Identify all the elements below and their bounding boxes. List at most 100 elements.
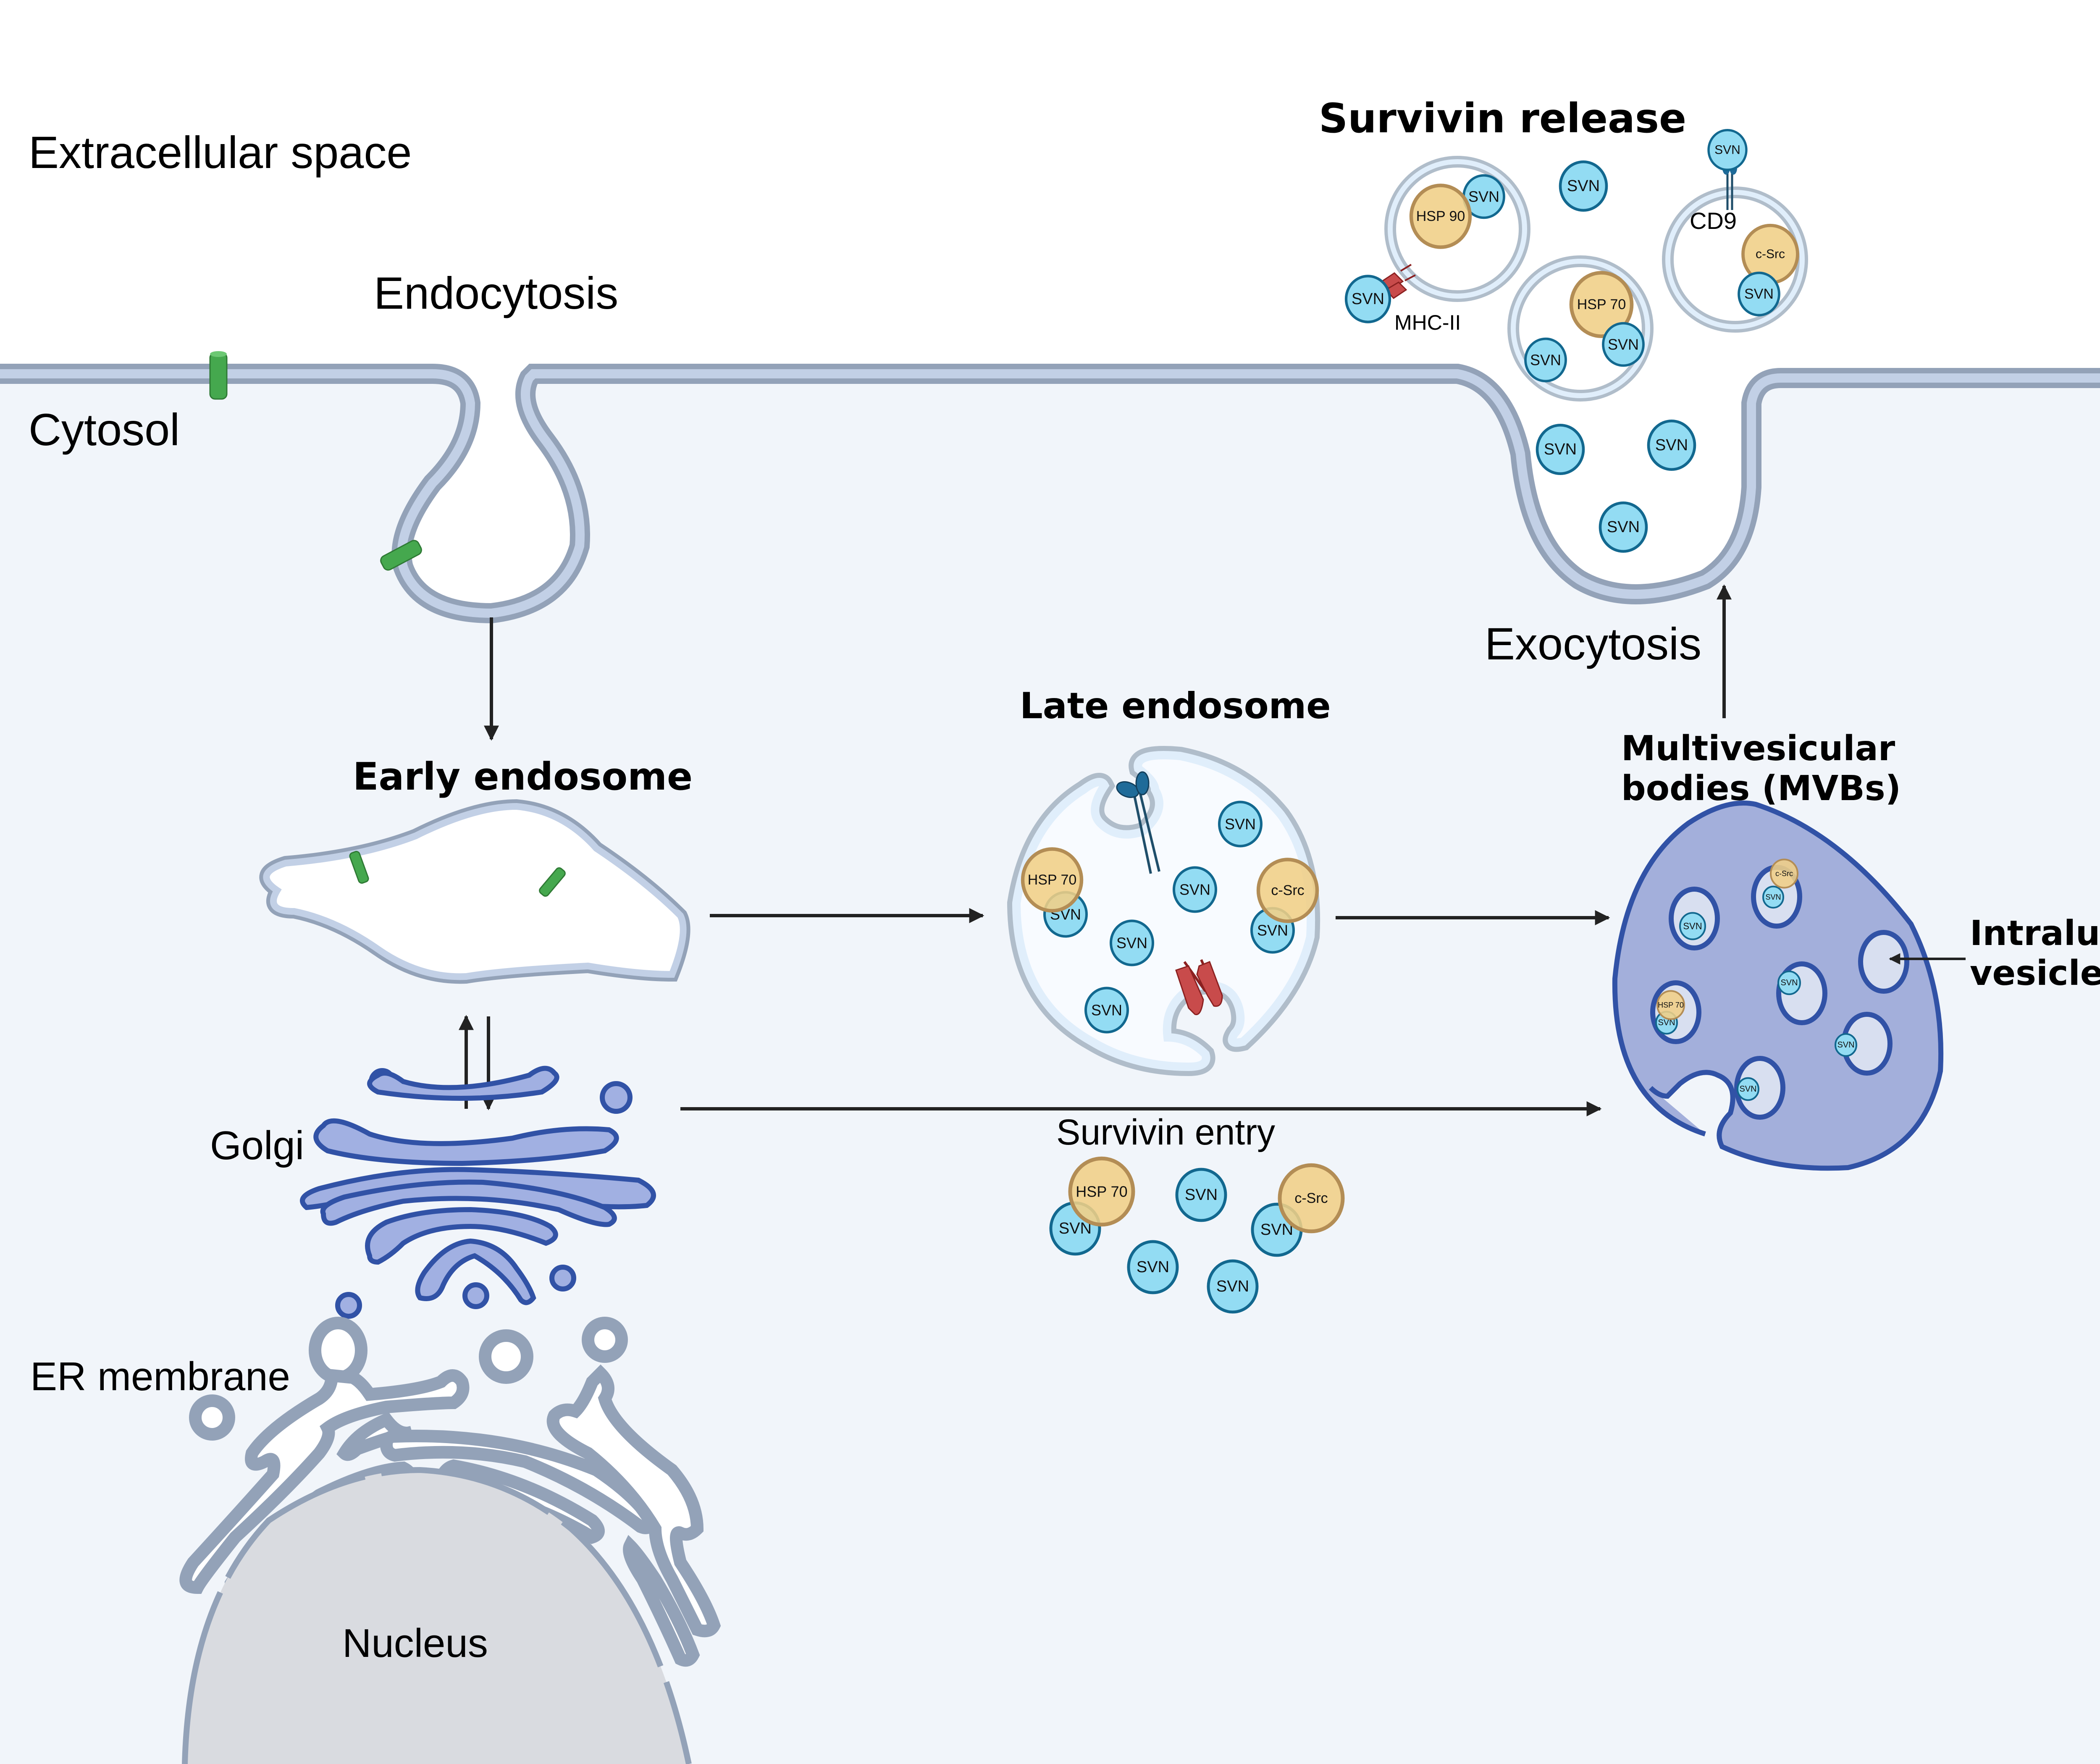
hsp70-molecule-shape: [1068, 1156, 1135, 1227]
svn-molecule-shape: [1777, 970, 1801, 995]
svn-molecule-label: SVN: [1739, 1084, 1756, 1094]
c-src-molecule: c-Src: [1770, 858, 1798, 889]
label-survivin-entry: Survivin entry: [1056, 1112, 1275, 1152]
label-endocytosis: Endocytosis: [374, 268, 618, 318]
svn-molecule-label: SVN: [1352, 290, 1384, 308]
svn-molecule: SVN: [1344, 275, 1391, 323]
endosome-receptor-green-1: [349, 850, 369, 884]
svn-molecule-label: SVN: [1607, 518, 1640, 536]
label-survivin-release: Survivin release: [1319, 95, 1686, 142]
svn-molecule: SVN: [1173, 866, 1217, 913]
svn-molecule-shape: [1218, 801, 1263, 848]
svn-molecule-label: SVN: [1744, 286, 1774, 302]
svn-molecule-label: SVN: [1260, 1221, 1293, 1239]
svn-molecule-label: SVN: [1530, 352, 1561, 369]
c-src-molecule-shape: [1256, 858, 1319, 923]
svn-molecule: SVN: [1679, 912, 1706, 940]
svn-molecule-shape: [1524, 337, 1567, 383]
label-er-membrane: ER membrane: [30, 1354, 290, 1399]
label-ilv-line2: vesicles (ILVs): [1970, 953, 2100, 993]
svn-molecule: SVN: [1207, 1259, 1259, 1314]
c-src-molecule-shape: [1278, 1163, 1345, 1234]
hsp70-molecule-shape: [1569, 271, 1634, 338]
hsp70-molecule-label: HSP 70: [1658, 1001, 1684, 1009]
svn-molecule-shape: [1084, 987, 1129, 1034]
label-mhc-ii: MHC-II: [1394, 311, 1461, 334]
hsp70-molecule-label: HSP 70: [1028, 872, 1077, 888]
label-late-endosome: Late endosome: [1020, 685, 1331, 727]
svn-molecule-shape: [1175, 1168, 1227, 1222]
svn-molecule: SVN: [1559, 160, 1608, 212]
svn-molecule-label: SVN: [1468, 188, 1499, 205]
hsp70-molecule-shape: [1656, 990, 1685, 1020]
c-src-molecule-shape: [1770, 858, 1798, 889]
early-endosome: [259, 799, 690, 984]
hsp70-molecule: HSP 70: [1068, 1156, 1135, 1227]
svn-molecule-label: SVN: [1116, 934, 1147, 952]
svn-molecule: SVN: [1647, 419, 1696, 471]
hsp70-molecule: HSP 70: [1656, 990, 1685, 1020]
label-mvb-line1: Multivesicular: [1621, 729, 1895, 769]
svn-molecule-label: SVN: [1780, 978, 1798, 987]
svn-molecule-shape: [1344, 275, 1391, 323]
label-cd9: CD9: [1690, 207, 1737, 234]
svn-molecule: SVN: [1599, 501, 1648, 553]
svn-molecule-shape: [1559, 160, 1608, 212]
svn-molecule-shape: [1602, 322, 1645, 367]
svn-molecule: SVN: [1084, 987, 1129, 1034]
svn-molecule-shape: [1707, 129, 1748, 171]
svn-molecule-shape: [1127, 1240, 1179, 1294]
svn-molecule-shape: [1173, 866, 1217, 913]
svn-molecule: SVN: [1602, 322, 1645, 367]
c-src-molecule-label: c-Src: [1294, 1190, 1328, 1206]
c-src-molecule: c-Src: [1278, 1163, 1345, 1234]
svn-molecule-shape: [1647, 419, 1696, 471]
hsp70-molecule: HSP 70: [1021, 847, 1084, 913]
hsp90-molecule: HSP 90: [1409, 184, 1472, 249]
mhc-ii-receptor-icon: [1175, 959, 1223, 1016]
svn-molecule-label: SVN: [1714, 143, 1740, 157]
hsp90-molecule-label: HSP 90: [1416, 208, 1465, 224]
svn-molecule-shape: [1762, 885, 1784, 909]
label-early-endosome: Early endosome: [353, 755, 693, 799]
label-cytosol: Cytosol: [29, 404, 180, 455]
svn-molecule-label: SVN: [1567, 177, 1600, 195]
svn-molecule-label: SVN: [1225, 816, 1256, 833]
nucleus: [182, 1467, 692, 1764]
ilv: [1858, 930, 1909, 994]
svn-molecule-shape: [1835, 1033, 1857, 1057]
plasma-membrane: [0, 364, 2100, 624]
label-nucleus: Nucleus: [342, 1621, 488, 1666]
svn-molecule: SVN: [1524, 337, 1567, 383]
svn-molecule-label: SVN: [1655, 436, 1688, 454]
svn-molecule-label: SVN: [1544, 441, 1577, 458]
endosome-receptor-green-2: [539, 867, 566, 897]
hsp70-molecule-label: HSP 70: [1577, 297, 1626, 312]
svn-molecule-shape: [1110, 919, 1154, 966]
c-src-molecule-label: c-Src: [1775, 869, 1793, 878]
svn-molecule: SVN: [1777, 970, 1801, 995]
hsp70-molecule-shape: [1021, 847, 1084, 913]
mhc-ii-exosome-icon: [1381, 264, 1416, 299]
hsp70-molecule-label: HSP 70: [1076, 1183, 1127, 1200]
cytosol-bg: [0, 374, 2100, 1764]
svn-molecule-label: SVN: [1658, 1018, 1675, 1027]
svn-molecule-label: SVN: [1837, 1040, 1854, 1050]
svn-molecule-shape: [1207, 1259, 1259, 1314]
svn-molecule: SVN: [1737, 1077, 1759, 1101]
svn-molecule-label: SVN: [1185, 1186, 1218, 1204]
label-extracellular-space: Extracellular space: [29, 127, 412, 178]
svn-molecule: SVN: [1110, 919, 1154, 966]
svn-molecule: SVN: [1707, 129, 1748, 171]
membrane-receptor-green: [209, 351, 228, 400]
hsp70-molecule: HSP 70: [1569, 271, 1634, 338]
label-exocytosis: Exocytosis: [1485, 618, 1701, 669]
label-mvb-line2: bodies (MVBs): [1621, 769, 1901, 808]
svn-molecule-label: SVN: [1059, 1220, 1092, 1237]
membrane-receptor-green-pit: [380, 540, 422, 571]
svn-molecule-label: SVN: [1137, 1258, 1169, 1276]
label-ilv-line1: Intraluminal: [1970, 914, 2100, 953]
svn-molecule-label: SVN: [1091, 1002, 1122, 1019]
